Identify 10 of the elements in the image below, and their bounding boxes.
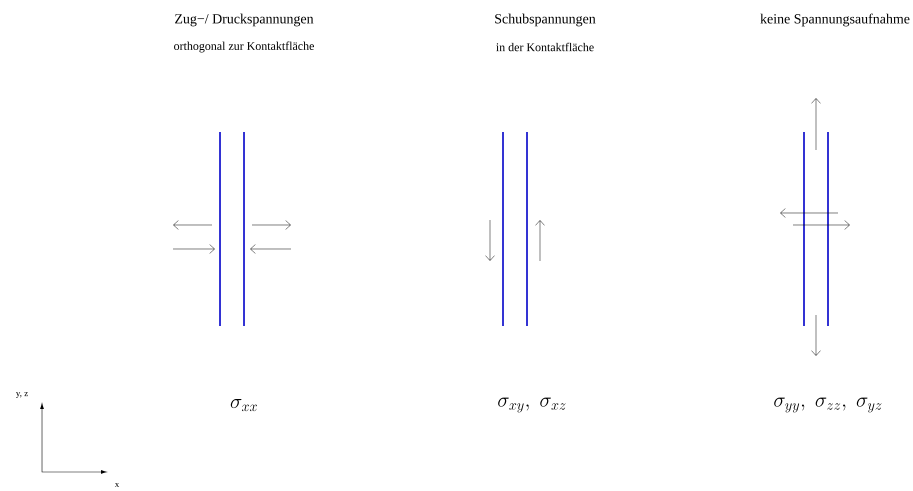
axis-label: y, z	[16, 392, 28, 398]
heading: Zug−/ Druckspannungen	[175, 14, 314, 26]
heading: Schubspannungen	[495, 14, 596, 26]
subheading: in der Kontaktfläche	[496, 42, 594, 52]
stress-formula: $\sigma_{xy},\; \sigma_{xz}$	[498, 398, 566, 413]
stress-formula: $\sigma_{yy},\; \sigma_{zz},\; \sigma_{yz}$	[774, 398, 882, 413]
stress-formula: $\sigma_{xx}$	[230, 398, 257, 412]
axis-label: x	[114, 482, 120, 488]
heading: keine Spannungsaufnahme	[760, 14, 910, 26]
subheading: orthogonal zur Kontaktfläche	[174, 42, 314, 52]
